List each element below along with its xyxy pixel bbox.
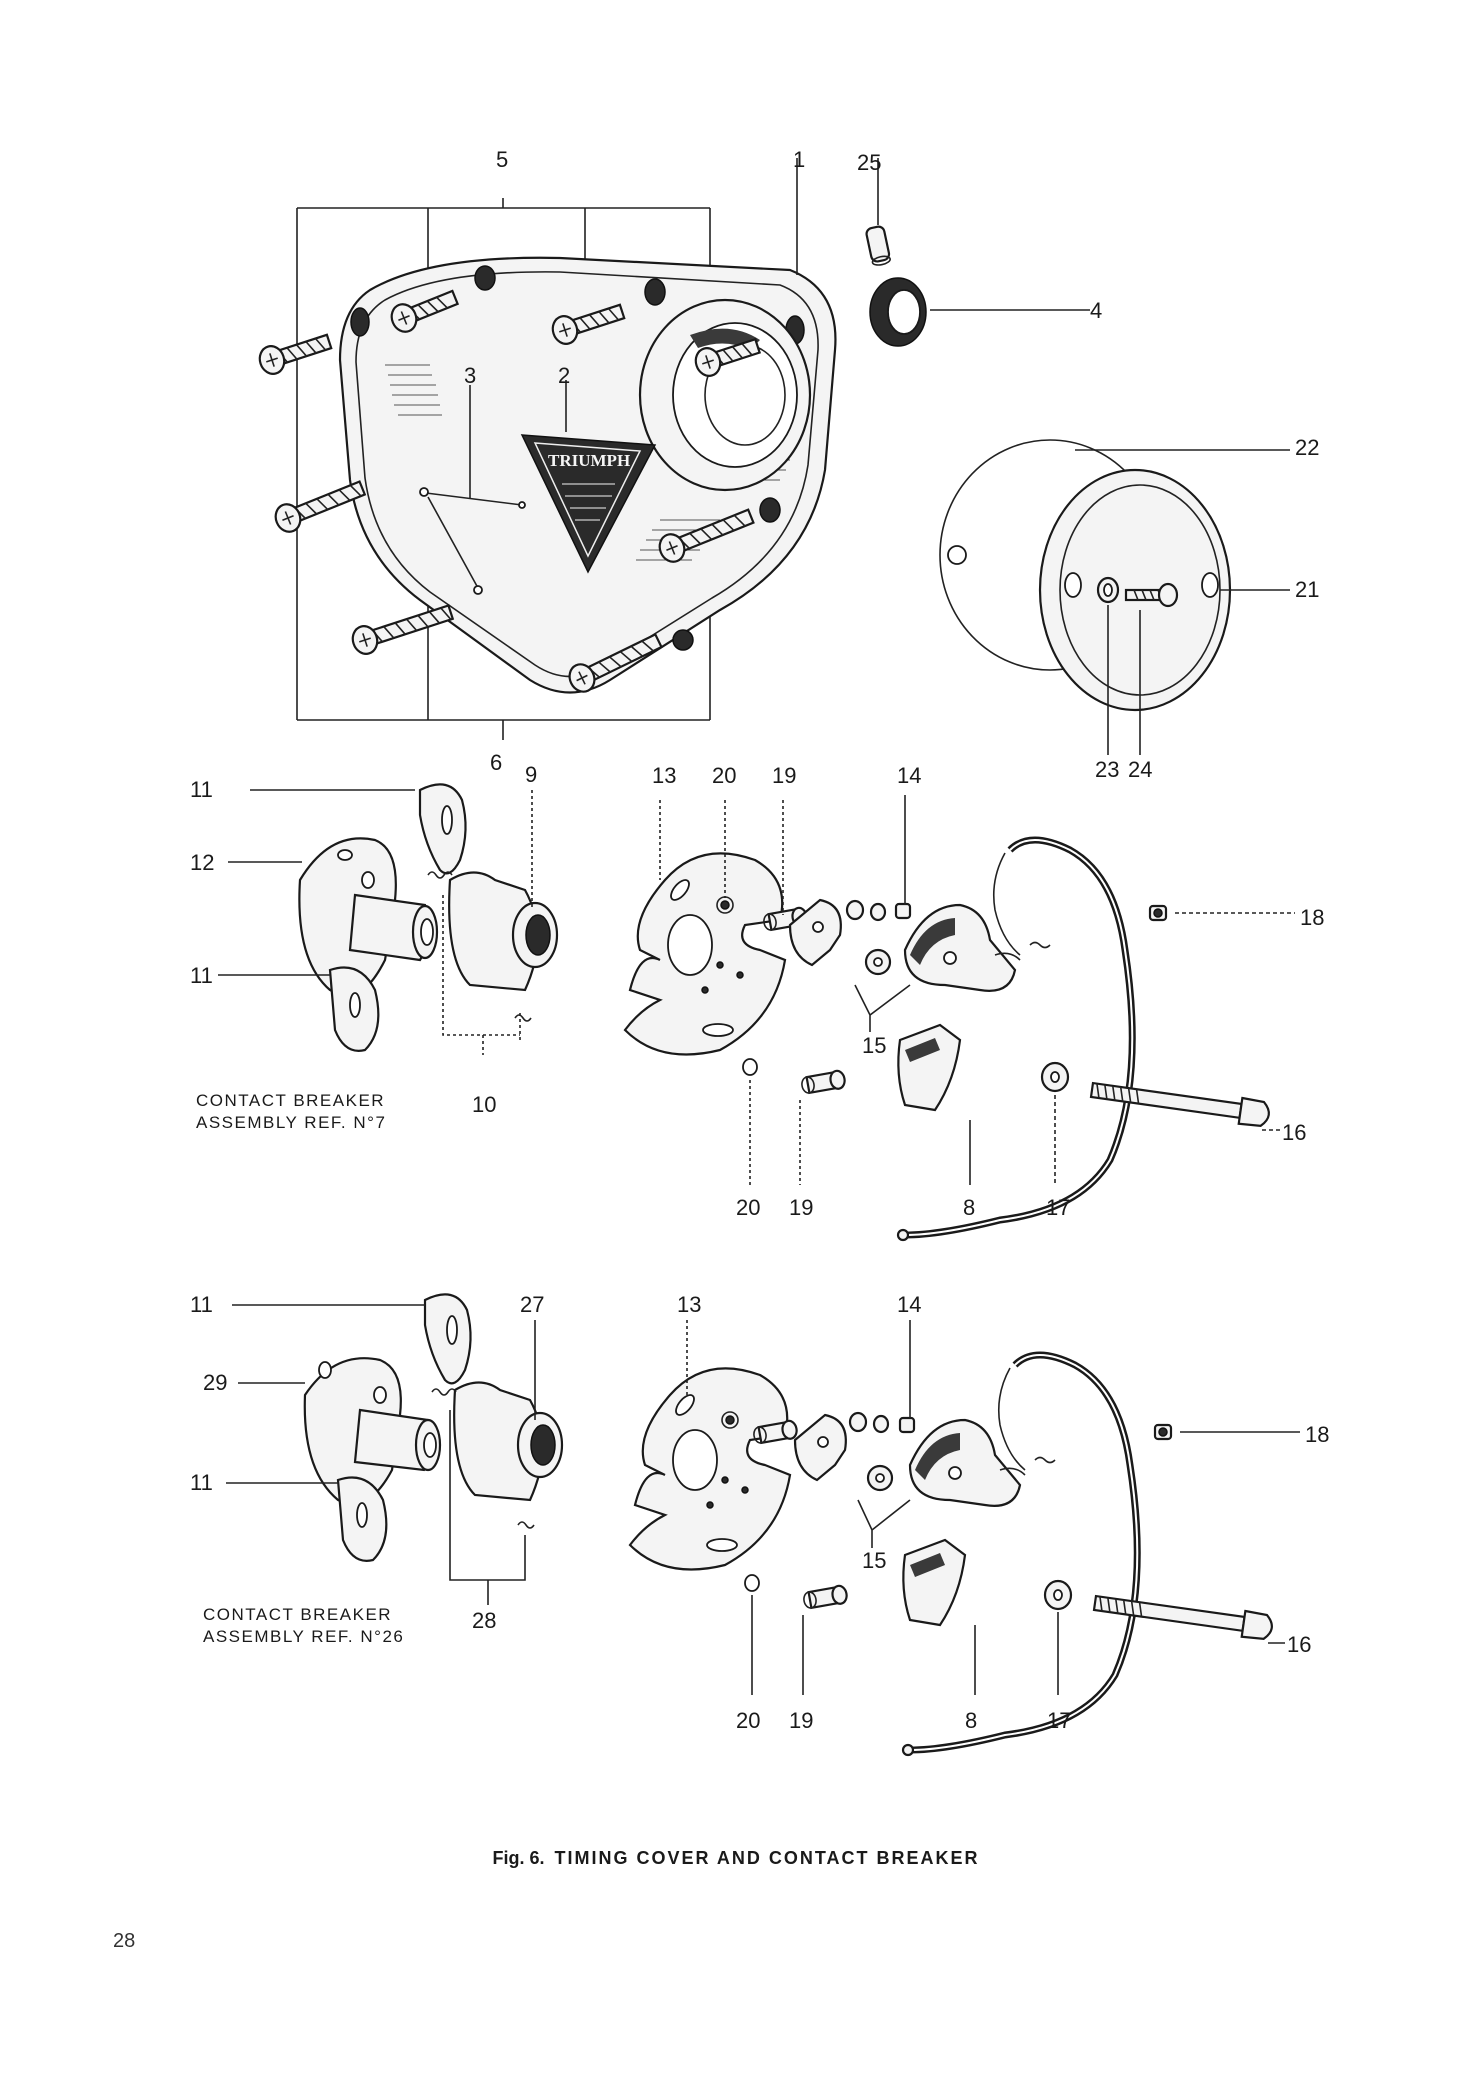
breaker-plate-lower bbox=[628, 1320, 848, 1695]
callout-20-upper: 20 bbox=[712, 763, 736, 788]
callout-29: 29 bbox=[203, 1370, 227, 1395]
callout-22: 22 bbox=[1295, 435, 1319, 460]
callout-23: 23 bbox=[1095, 757, 1119, 782]
assembly-labels: CONTACT BREAKER ASSEMBLY REF. N°7 CONTAC… bbox=[196, 1091, 404, 1646]
cover-screws bbox=[258, 289, 762, 693]
callout-20-lower: 20 bbox=[736, 1708, 760, 1733]
callout-20-upper-b: 20 bbox=[736, 1195, 760, 1220]
figure-number: Fig. 6. bbox=[492, 1848, 545, 1868]
callout-labels: 5 1 25 4 3 2 22 21 23 24 6 9 11 12 11 10… bbox=[190, 147, 1329, 1733]
contact-breaker-upper bbox=[218, 783, 559, 1055]
assembly-upper-line1: CONTACT BREAKER bbox=[196, 1091, 385, 1110]
figure-caption: Fig. 6. TIMING COVER AND CONTACT BREAKER bbox=[0, 1848, 1472, 1869]
callout-18: 18 bbox=[1300, 905, 1324, 930]
nut bbox=[1148, 904, 1168, 922]
callout-11-lower: 11 bbox=[190, 1292, 213, 1317]
contact-breaker-lower bbox=[226, 1293, 564, 1605]
callout-5: 5 bbox=[496, 147, 508, 172]
callout-13-lower: 13 bbox=[677, 1292, 701, 1317]
callout-1: 1 bbox=[793, 147, 805, 172]
callout-14: 14 bbox=[897, 763, 921, 788]
assembly-lower-line1: CONTACT BREAKER bbox=[203, 1605, 392, 1624]
callout-21: 21 bbox=[1295, 577, 1319, 602]
cover-boss bbox=[672, 629, 694, 651]
triumph-badge: TRIUMPH bbox=[520, 434, 657, 574]
callout-19-upper: 19 bbox=[772, 763, 796, 788]
long-bolt bbox=[1089, 1081, 1270, 1127]
callout-2: 2 bbox=[558, 363, 570, 388]
nut bbox=[1153, 1423, 1173, 1441]
callout-11-upper: 11 bbox=[190, 777, 213, 802]
callout-27: 27 bbox=[520, 1292, 544, 1317]
dowel bbox=[865, 225, 891, 266]
callout-24: 24 bbox=[1128, 757, 1152, 782]
callout-17: 17 bbox=[1046, 1195, 1070, 1220]
callout-17-lower: 17 bbox=[1047, 1708, 1071, 1733]
callout-6: 6 bbox=[490, 750, 502, 775]
callout-25: 25 bbox=[857, 150, 881, 175]
callout-3: 3 bbox=[464, 363, 476, 388]
callout-19-lower: 19 bbox=[789, 1708, 813, 1733]
cover-boss bbox=[644, 278, 666, 306]
cover-boss bbox=[474, 265, 496, 291]
condenser bbox=[902, 1538, 967, 1627]
callout-12: 12 bbox=[190, 850, 214, 875]
assembly-upper-line2: ASSEMBLY REF. N°7 bbox=[196, 1113, 386, 1132]
timing-cover-group: TRIUMPH bbox=[258, 158, 1090, 740]
callout-11-upper-b: 11 bbox=[190, 963, 213, 988]
contact-set-upper bbox=[788, 795, 1051, 1185]
callout-10: 10 bbox=[472, 1092, 496, 1117]
callout-28: 28 bbox=[472, 1608, 496, 1633]
cable-and-bolt-lower bbox=[901, 1351, 1300, 1757]
cover-boss bbox=[759, 497, 781, 523]
callout-18-lower: 18 bbox=[1305, 1422, 1329, 1447]
callout-15: 15 bbox=[862, 1033, 886, 1058]
oil-seal bbox=[869, 277, 927, 347]
callout-8: 8 bbox=[963, 1195, 975, 1220]
callout-13: 13 bbox=[652, 763, 676, 788]
callout-11-lower-b: 11 bbox=[190, 1470, 213, 1495]
callout-19-upper-b: 19 bbox=[789, 1195, 813, 1220]
assembly-lower-line2: ASSEMBLY REF. N°26 bbox=[203, 1627, 404, 1646]
cover-boss bbox=[350, 307, 370, 337]
badge-text: TRIUMPH bbox=[548, 451, 630, 470]
callout-14-lower: 14 bbox=[897, 1292, 921, 1317]
contact-set-lower bbox=[793, 1320, 1056, 1695]
figure-title: TIMING COVER AND CONTACT BREAKER bbox=[554, 1848, 980, 1868]
callout-8-lower: 8 bbox=[965, 1708, 977, 1733]
inspection-cover-group bbox=[939, 439, 1290, 755]
callout-16: 16 bbox=[1282, 1120, 1306, 1145]
callout-9: 9 bbox=[525, 762, 537, 787]
page-number: 28 bbox=[113, 1930, 136, 1952]
callout-4: 4 bbox=[1090, 298, 1102, 323]
cable-and-bolt-upper bbox=[896, 836, 1295, 1242]
callout-15-lower: 15 bbox=[862, 1548, 886, 1573]
breaker-plate-upper bbox=[623, 800, 846, 1185]
long-bolt bbox=[1092, 1594, 1273, 1640]
condenser bbox=[897, 1023, 962, 1112]
callout-16-lower: 16 bbox=[1287, 1632, 1311, 1657]
